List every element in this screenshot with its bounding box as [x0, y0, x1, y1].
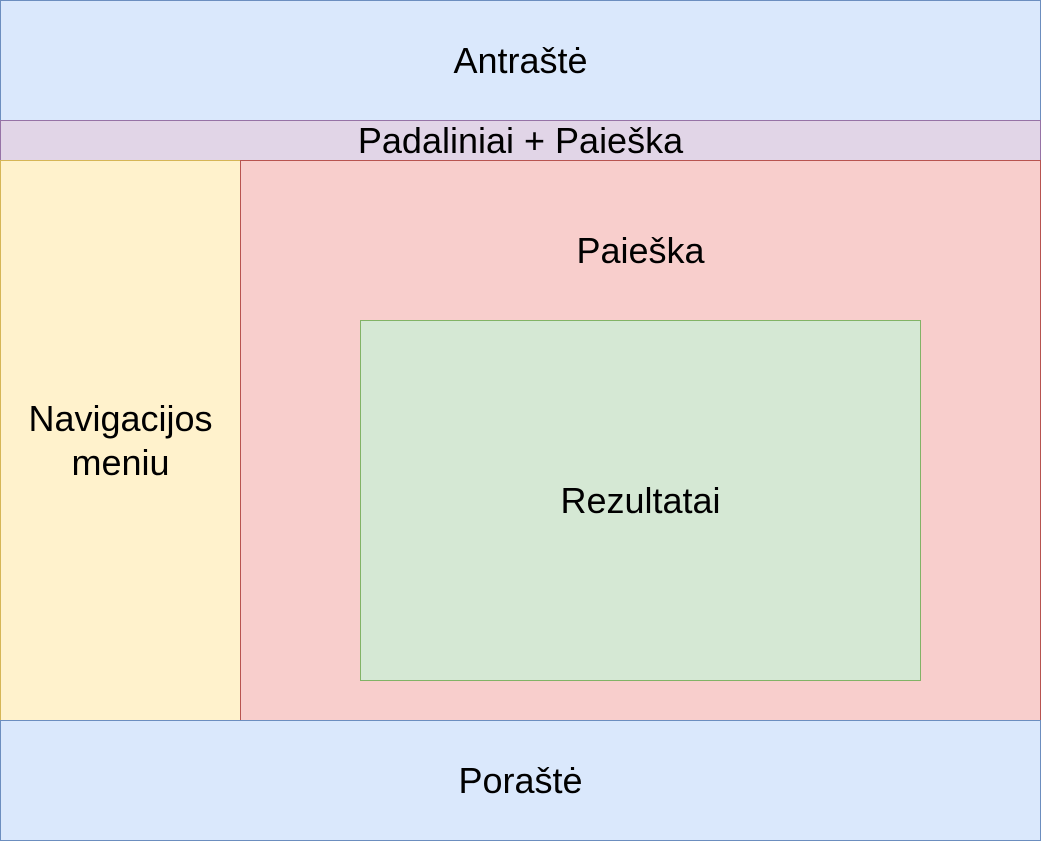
search-label: Paieška	[576, 230, 705, 271]
departments-search-bar: Padaliniai + Paieška	[0, 120, 1041, 161]
footer-block: Poraštė	[0, 720, 1041, 841]
header-label: Antraštė	[453, 39, 588, 81]
departments-search-label: Padaliniai + Paieška	[357, 119, 684, 161]
navigation-menu-block: Navigacijos meniu	[0, 160, 241, 721]
results-label: Rezultatai	[560, 479, 721, 521]
footer-label: Poraštė	[458, 759, 583, 801]
header-block: Antraštė	[0, 0, 1041, 121]
navigation-menu-label: Navigacijos meniu	[28, 397, 213, 483]
results-block: Rezultatai	[360, 320, 921, 681]
